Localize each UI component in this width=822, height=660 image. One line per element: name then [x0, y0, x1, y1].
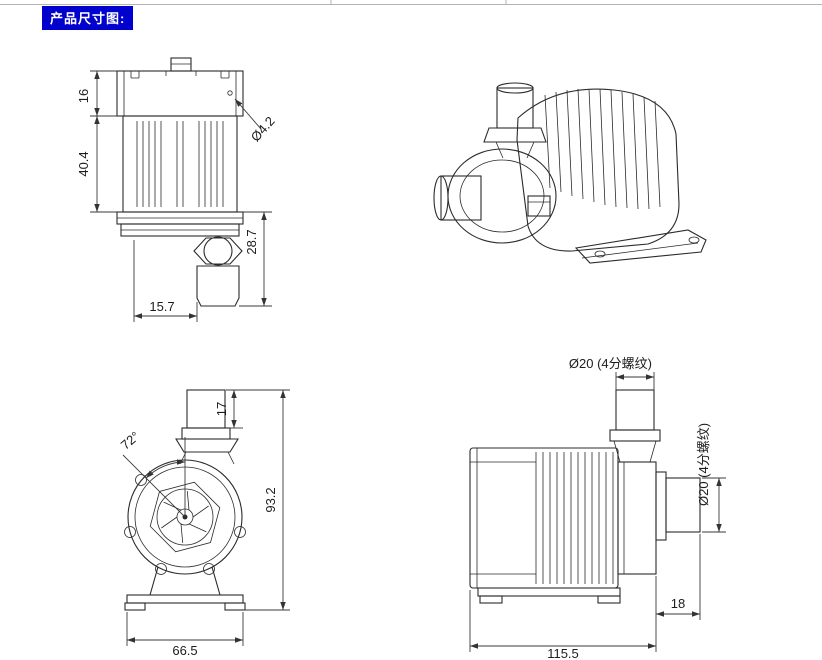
front-view-drawing	[116, 57, 244, 307]
dim-label-top-port: Ø20 (4分螺纹)	[569, 356, 652, 371]
dim-label-outlet-port: Ø20 (4分螺纹)	[696, 423, 711, 506]
dim-total-length: 115.5	[469, 590, 656, 660]
dim-cap-height: 16	[76, 70, 117, 117]
dim-label-body-height: 40.4	[76, 151, 91, 176]
dim-label-total-length: 115.5	[547, 646, 579, 660]
isometric-view	[433, 82, 707, 264]
dim-label-thread-length: 17	[214, 402, 229, 416]
dim-outlet-height: 28.7	[239, 211, 272, 307]
dim-port-angle: 72°	[118, 428, 186, 518]
section-title: 产品尺寸图:	[42, 6, 134, 30]
dim-outlet-offset: 15.7	[133, 240, 198, 322]
dim-label-port-angle: 72°	[118, 428, 143, 452]
left-side-view: 72° 17 93.2 66.5	[118, 389, 290, 658]
dim-hole-diameter: Ø4.2	[227, 90, 278, 144]
dim-label-outlet-length: 18	[671, 596, 685, 611]
front-view: 16 40.4 Ø4.2 28.7 15.7	[76, 57, 278, 322]
dim-label-cap-height: 16	[76, 89, 91, 103]
dim-label-outlet-offset: 15.7	[149, 299, 174, 314]
right-side-view: Ø20 (4分螺纹) Ø20 (4分螺纹) 18 115.5	[469, 356, 726, 660]
dim-label-total-height: 93.2	[263, 487, 278, 512]
dim-label-base-width: 66.5	[172, 643, 197, 658]
dim-label-outlet-height: 28.7	[244, 229, 259, 254]
dim-base-width: 66.5	[126, 612, 244, 658]
dim-outlet-length: 18	[655, 534, 701, 652]
table-border-remnant	[0, 0, 822, 5]
dim-outlet-port: Ø20 (4分螺纹)	[696, 423, 726, 533]
right-side-view-drawing	[469, 389, 701, 604]
dim-body-height: 40.4	[76, 116, 117, 213]
dim-total-height: 93.2	[226, 389, 290, 611]
dim-top-port: Ø20 (4分螺纹)	[569, 356, 655, 390]
dim-thread-length: 17	[214, 390, 243, 429]
